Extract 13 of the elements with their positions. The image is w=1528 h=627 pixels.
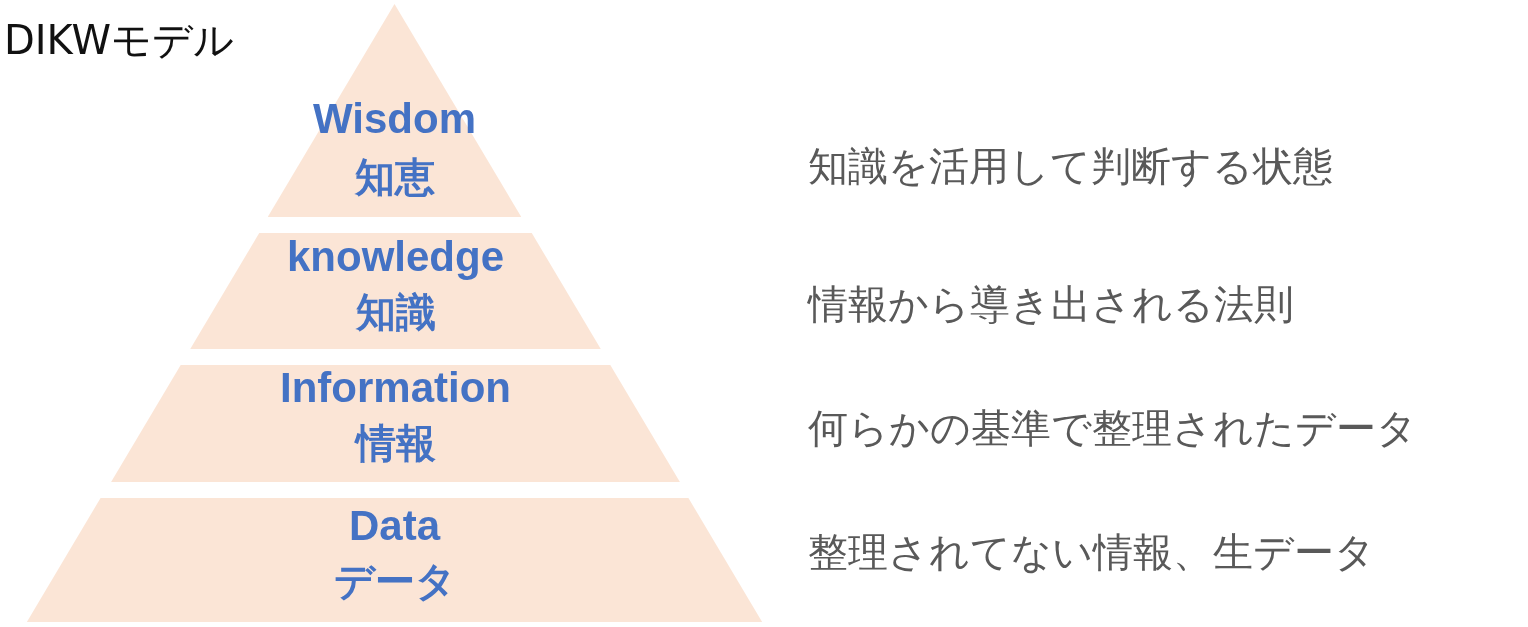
level-description: 何らかの基準で整理されたデータ: [808, 404, 1417, 452]
level-name: knowledge: [286, 236, 504, 278]
level-description: 情報から導き出される法則: [808, 280, 1294, 328]
level-name: Data: [348, 505, 440, 547]
level-description: 知識を活用して判断する状態: [808, 142, 1333, 190]
diagram-title: DIKWモデル: [4, 16, 234, 64]
level-name-japanese: 情報: [355, 423, 436, 463]
level-name-japanese: データ: [333, 561, 456, 601]
level-name-japanese: 知識: [355, 292, 436, 332]
level-description: 整理されてない情報、生データ: [808, 528, 1375, 576]
level-name-japanese: 知恵: [354, 157, 435, 197]
level-name: Information: [280, 367, 511, 409]
level-name: Wisdom: [313, 98, 476, 140]
